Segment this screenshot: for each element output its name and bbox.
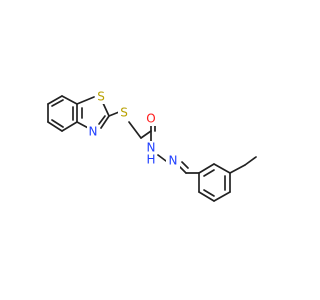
benzene-ring-right [198, 156, 257, 202]
label-background [145, 141, 157, 155]
bond [179, 166, 187, 174]
label-background [166, 154, 180, 168]
bond [181, 161, 189, 169]
label-background [87, 125, 99, 139]
molecule-drawing: S N S O N H N [47, 90, 257, 202]
bond [203, 169, 215, 177]
bond [61, 95, 78, 105]
sulfur-linker-label: S [120, 106, 128, 120]
bond [128, 121, 142, 139]
benzene-ring-left [47, 95, 78, 132]
nitrogen-ring-label: N [89, 125, 98, 139]
label-background [95, 90, 107, 104]
bond [102, 102, 110, 117]
bond [76, 96, 95, 105]
oxygen-label: O [146, 112, 155, 126]
bond [51, 99, 64, 107]
thiazole-ring [76, 96, 110, 131]
amide-nitrogen-label: N [147, 141, 156, 155]
bond [198, 163, 215, 174]
bond [213, 163, 231, 174]
bond [108, 111, 120, 117]
bond [244, 156, 257, 166]
bond [140, 130, 152, 139]
label-background [118, 106, 130, 120]
linker-chain [108, 111, 200, 174]
bond [51, 119, 64, 128]
bond [157, 154, 167, 162]
bond [198, 191, 215, 202]
bond [229, 164, 246, 174]
bond [47, 95, 63, 105]
amide-hydrogen-label: H [146, 153, 155, 167]
bond [47, 121, 63, 132]
bond [100, 115, 110, 129]
bond [203, 189, 215, 197]
imine-nitrogen-label: N [169, 154, 178, 168]
chemical-structure-diagram: S N S O N H N [47, 89, 257, 202]
bond [61, 121, 78, 132]
label-background [145, 112, 157, 126]
bond [98, 115, 106, 125]
sulfur-ring-label: S [97, 90, 105, 104]
bond [213, 191, 231, 202]
